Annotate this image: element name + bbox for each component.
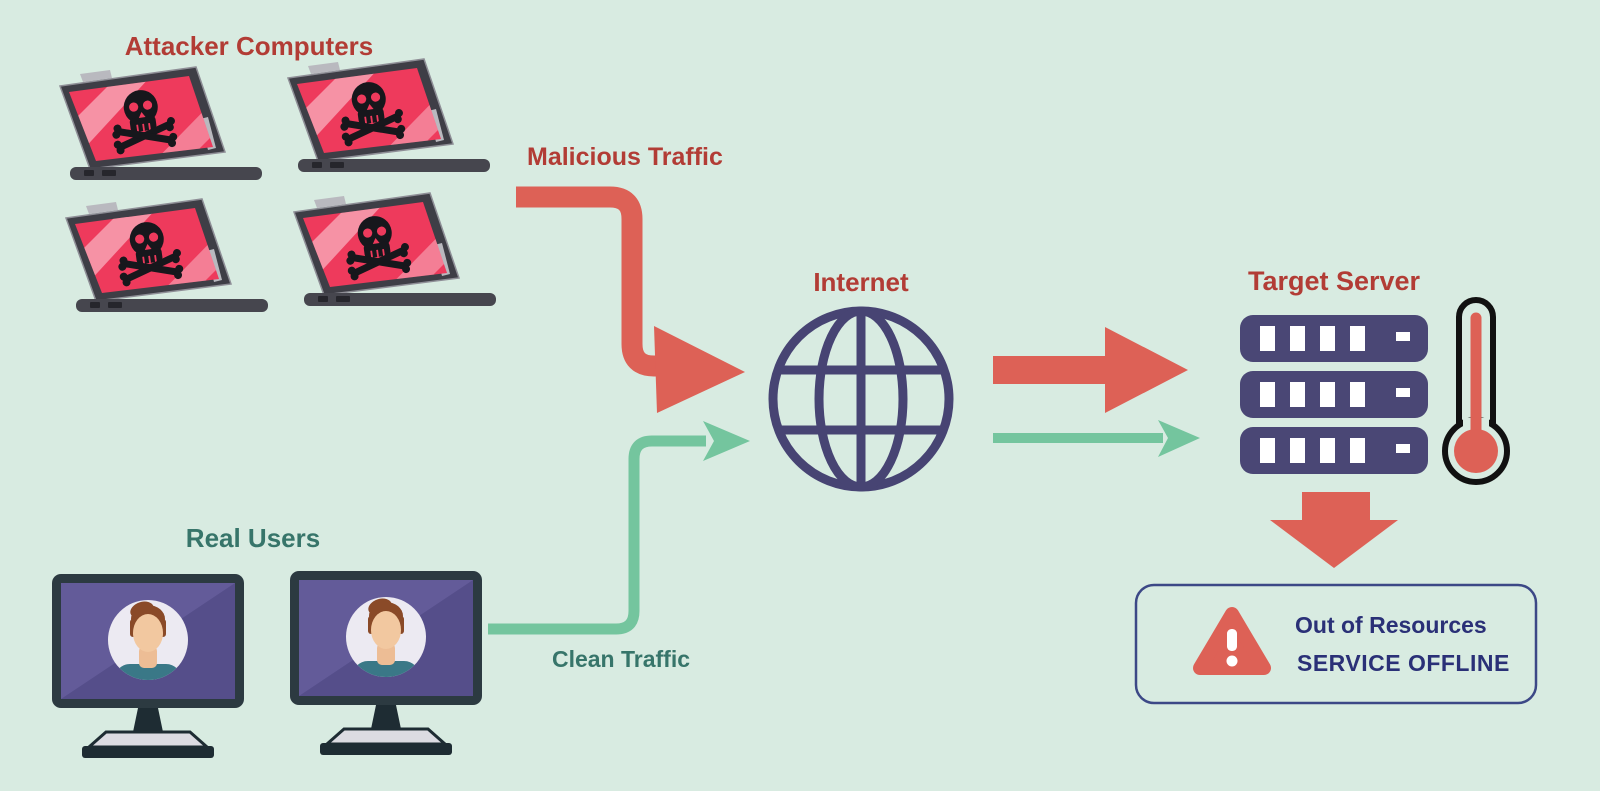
attacker-computers-group xyxy=(50,56,496,320)
warning-triangle-icon xyxy=(1193,607,1271,675)
skull-laptop-icon xyxy=(56,196,268,320)
service-offline-label: SERVICE OFFLINE xyxy=(1297,650,1510,676)
down-block-arrow-icon xyxy=(1270,492,1398,568)
out-of-resources-label: Out of Resources xyxy=(1295,612,1487,638)
thermometer-icon xyxy=(1442,297,1510,485)
malicious-traffic-label: Malicious Traffic xyxy=(527,143,723,171)
malicious-to-server-arrow xyxy=(993,327,1188,413)
user-monitor-icon xyxy=(52,574,244,758)
clean-traffic-arrow xyxy=(488,421,750,635)
clean-traffic-label: Clean Traffic xyxy=(551,646,691,672)
skull-laptop-icon xyxy=(278,56,490,180)
user-monitor-icon xyxy=(290,571,482,755)
real-users-group xyxy=(52,571,482,758)
skull-laptop-icon xyxy=(50,64,262,188)
malicious-traffic-arrow xyxy=(516,186,745,413)
clean-to-server-arrow xyxy=(993,420,1200,457)
attacker-computers-label: Attacker Computers xyxy=(124,31,374,61)
warning-box xyxy=(1134,583,1538,705)
server-stack-icon xyxy=(1240,315,1428,474)
internet-label: Internet xyxy=(813,267,909,297)
real-users-label: Real Users xyxy=(185,523,321,553)
globe-icon xyxy=(768,306,954,492)
target-server-label: Target Server xyxy=(1247,266,1421,296)
skull-laptop-icon xyxy=(284,190,496,314)
